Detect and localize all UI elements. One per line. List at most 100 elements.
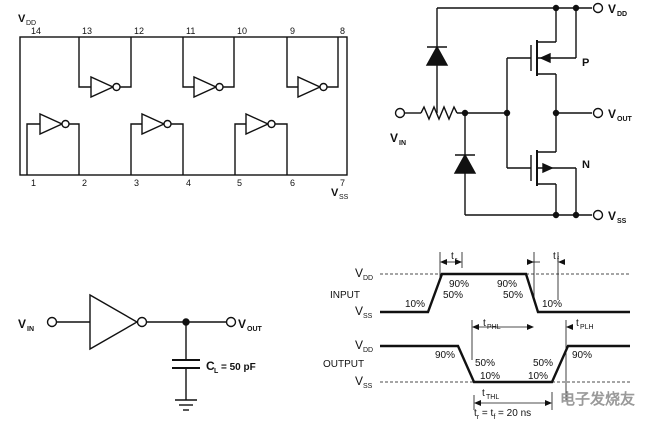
pin-10: 10 — [237, 26, 247, 36]
vss-terminal — [592, 209, 604, 221]
cmos-vout-sub: OUT — [617, 116, 633, 123]
cmos-vss-sub: SS — [617, 218, 627, 225]
cmos-schematic — [394, 2, 604, 221]
lower-diode — [453, 153, 477, 174]
timing-vss-out: V — [355, 374, 363, 388]
ic-labels: V DD 14 13 12 11 10 9 8 1 2 3 4 5 6 7 V … — [18, 13, 349, 201]
tf-sub: f — [557, 257, 559, 264]
timing-labels: V DD INPUT V SS V DD OUTPUT V SS t r t f… — [323, 251, 594, 421]
test-circuit — [46, 293, 237, 411]
ic-vss-sub: SS — [339, 194, 349, 201]
output-label: OUTPUT — [323, 359, 364, 370]
timing-vss-in: V — [355, 304, 363, 318]
out-90-left: 90% — [435, 350, 455, 361]
tr-sub: r — [455, 257, 458, 264]
formula-label: tr = tf = 20 ns — [474, 408, 531, 421]
pin-7: 7 — [340, 178, 345, 188]
in-10-right: 10% — [542, 299, 562, 310]
cl-value: = 50 pF — [221, 362, 256, 373]
in-50-left: 50% — [443, 290, 463, 301]
vout-terminal — [592, 107, 604, 119]
pin-9: 9 — [290, 26, 295, 36]
pin-14: 14 — [31, 26, 41, 36]
pin-8: 8 — [340, 26, 345, 36]
cmos-labels: V DD V OUT V IN V SS P N — [390, 2, 633, 225]
timing-diagram — [380, 252, 630, 410]
pin-12: 12 — [134, 26, 144, 36]
cmos-vin-label: V — [390, 131, 398, 145]
pin-3: 3 — [134, 178, 139, 188]
tthl-label: t — [482, 388, 485, 399]
tphl-label: t — [483, 318, 486, 329]
test-vin-sub: IN — [27, 326, 34, 333]
formula-r: r — [477, 414, 480, 421]
pin-6: 6 — [290, 178, 295, 188]
nmos-label: N — [582, 159, 590, 171]
pin-11: 11 — [186, 26, 195, 36]
pin-2: 2 — [82, 178, 87, 188]
pmos-transistor — [530, 8, 577, 113]
cmos-vdd-sub: DD — [617, 11, 627, 18]
tf-label: t — [553, 251, 556, 262]
tr-label: t — [451, 251, 454, 262]
ic-vdd-label: V — [18, 13, 26, 25]
formula-end: = 20 ns — [495, 408, 531, 419]
out-90-right: 90% — [572, 350, 592, 361]
tphl-sub: PHL — [487, 324, 501, 331]
upper-diode — [425, 45, 449, 66]
formula-mid: = t — [479, 408, 493, 419]
out-10-left: 10% — [480, 371, 500, 382]
ic-inverter-2 — [182, 37, 235, 98]
in-50-right: 50% — [503, 290, 523, 301]
timing-vdd-out-sub: DD — [363, 347, 373, 354]
timing-vdd-in: V — [355, 266, 363, 280]
tthl-sub: THL — [486, 394, 499, 401]
test-vin-terminal — [46, 316, 58, 328]
formula-f: f — [493, 414, 495, 421]
test-vout-terminal — [225, 316, 237, 328]
ic-inverter-5 — [130, 113, 184, 175]
watermark-text: 电子发烧友 — [560, 390, 635, 408]
timing-vss-in-sub: SS — [363, 313, 373, 320]
test-buffer — [89, 293, 139, 351]
test-vout-sub: OUT — [247, 326, 263, 333]
test-vin-label: V — [18, 317, 26, 331]
pin-1: 1 — [31, 178, 36, 188]
pin-13: 13 — [82, 26, 92, 36]
timing-vss-out-sub: SS — [363, 383, 373, 390]
tplh-sub: PLH — [580, 324, 594, 331]
pin-5: 5 — [237, 178, 242, 188]
ic-inverter-4 — [26, 113, 80, 175]
timing-vdd-in-sub: DD — [363, 275, 373, 282]
pmos-label: P — [582, 57, 589, 69]
vdd-terminal — [592, 2, 604, 14]
tplh-label: t — [576, 318, 579, 329]
cmos-vdd-label: V — [608, 2, 616, 16]
out-10-right: 10% — [528, 371, 548, 382]
vin-terminal — [394, 107, 406, 119]
pin-4: 4 — [186, 178, 191, 188]
in-90-right: 90% — [497, 279, 517, 290]
in-10-left: 10% — [405, 299, 425, 310]
input-label: INPUT — [330, 290, 360, 301]
formula-t1: t — [474, 408, 477, 419]
nmos-transistor — [530, 113, 577, 215]
output-waveform — [380, 344, 630, 384]
ic-pinout — [19, 36, 348, 176]
ic-inverter-3 — [286, 37, 339, 98]
in-90-left: 90% — [449, 279, 469, 290]
input-resistor — [420, 105, 458, 121]
cmos-vss-label: V — [608, 209, 616, 223]
cmos-vout-label: V — [608, 107, 616, 121]
ic-vdd-sub: DD — [26, 20, 36, 27]
test-circuit-labels: V IN V OUT C L = 50 pF — [18, 317, 263, 375]
cl-sub: L — [214, 368, 219, 375]
test-vout-label: V — [238, 317, 246, 331]
ic-inverter-1 — [78, 37, 132, 98]
out-50-right: 50% — [533, 358, 553, 369]
ic-vss-label: V — [331, 187, 339, 199]
out-50-left: 50% — [475, 358, 495, 369]
ic-inverter-6 — [234, 113, 288, 175]
